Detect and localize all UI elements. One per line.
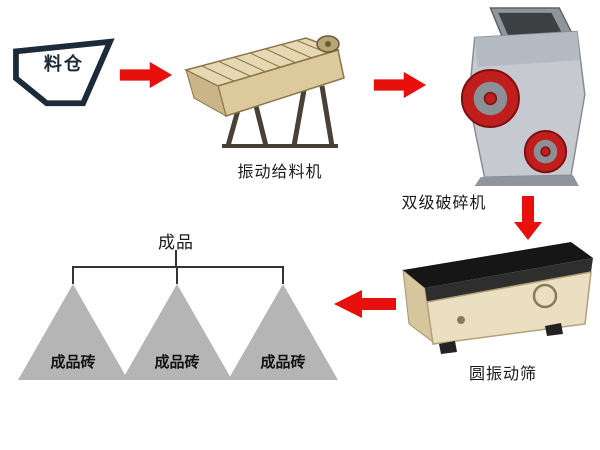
- product-triangle-2-label: 成品砖: [154, 354, 200, 371]
- product-triangle-1-label: 成品砖: [50, 354, 96, 371]
- bracket-drop-line-3: [282, 266, 284, 284]
- bracket-horizontal-line: [72, 266, 284, 268]
- vibrating-screen-image: [402, 242, 593, 354]
- vibrating-feeder-image: [183, 35, 345, 148]
- arrow-right-1-icon: [118, 60, 174, 90]
- triangle-icon: [228, 284, 338, 380]
- arrow-left-icon: [330, 289, 398, 319]
- bracket-drop-line-1: [72, 266, 74, 284]
- bracket-drop-line-2: [176, 266, 178, 284]
- bracket-stem-line: [175, 250, 177, 266]
- vibrating-feeder-node: [180, 28, 360, 153]
- product-triangle-3: 成品砖: [228, 284, 338, 380]
- triangle-icon: [122, 284, 232, 380]
- arrow-right-2-icon: [372, 70, 428, 100]
- vibrating-screen-label: 圆振动筛: [468, 366, 537, 383]
- products-group-label: 成品: [158, 233, 194, 252]
- hopper-label: 料仓: [43, 54, 84, 75]
- crusher-label: 双级破碎机: [401, 195, 487, 212]
- vibrating-feeder-label: 振动给料机: [237, 164, 323, 181]
- product-triangle-2: 成品砖: [122, 284, 232, 380]
- product-triangle-1: 成品砖: [18, 284, 128, 380]
- arrow-down-icon: [513, 194, 543, 242]
- vibrating-screen-node: [395, 240, 595, 358]
- product-triangle-3-label: 成品砖: [260, 354, 306, 371]
- triangle-icon: [18, 284, 128, 380]
- crusher-image: [460, 7, 586, 187]
- hopper-icon: [13, 38, 115, 107]
- hopper-node: 料仓: [10, 36, 116, 108]
- crusher-node: [440, 6, 590, 188]
